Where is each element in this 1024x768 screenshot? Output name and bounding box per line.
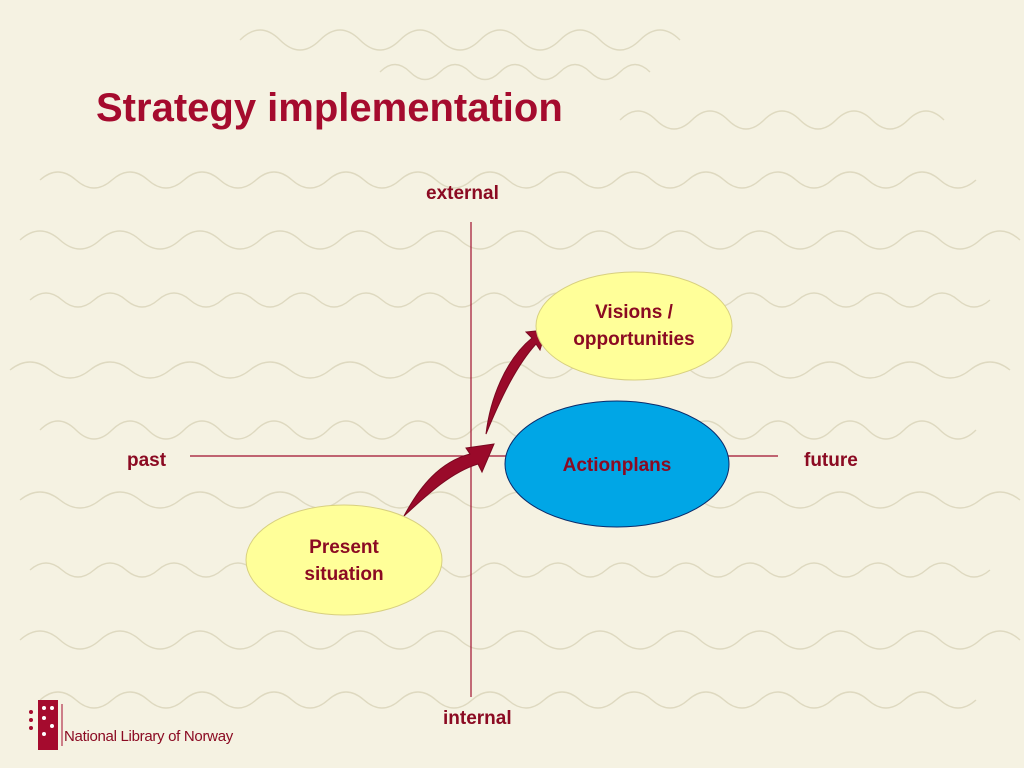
visions-label-line2: opportunities [573, 329, 695, 350]
axis-label-internal: internal [443, 708, 512, 729]
visions-label-line1: Visions / [595, 302, 673, 323]
arrow-actionplans-to-visions [485, 329, 547, 435]
arrow-present-to-actionplans [403, 443, 495, 517]
present-ellipse [245, 504, 443, 616]
logo-text: National Library of Norway [64, 728, 233, 745]
present-label-line1: Present [309, 537, 379, 558]
visions-label: Visions / opportunities [546, 299, 722, 353]
present-label: Present situation [256, 534, 432, 588]
actionplans-label: Actionplans [562, 455, 672, 476]
present-label-line2: situation [304, 564, 384, 585]
actionplans-ellipse [504, 400, 730, 528]
axis-label-external: external [426, 183, 499, 204]
axis-label-future: future [804, 450, 858, 471]
axis-label-past: past [127, 450, 167, 471]
national-library-logo-icon [29, 700, 63, 750]
visions-ellipse [535, 271, 733, 381]
slide-title: Strategy implementation [96, 86, 563, 130]
